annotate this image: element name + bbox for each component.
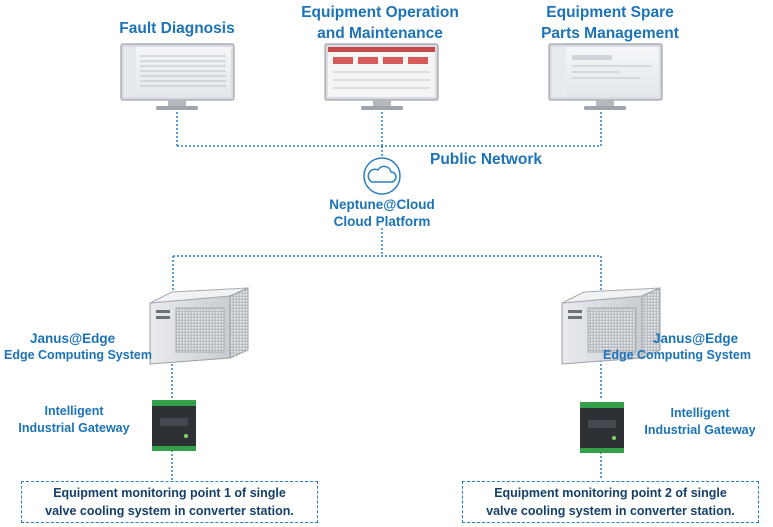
connector-lines <box>171 112 602 480</box>
cloud-subtitle: Cloud Platform <box>333 214 431 229</box>
public-network-label: Public Network <box>430 149 560 170</box>
monitoring-point-1-box: Equipment monitoring point 1 of single v… <box>21 481 318 523</box>
spare-label-line1: Equipment Spare <box>546 4 674 21</box>
edge-name-right: Janus@Edge <box>653 331 739 346</box>
title-fault-diagnosis: Fault Diagnosis <box>107 18 247 39</box>
cloud-icon <box>363 157 401 195</box>
monitoring-point-2-line1: Equipment monitoring point 2 of single <box>494 486 727 500</box>
gateway-right-icon <box>580 402 624 453</box>
fault-diagnosis-label: Fault Diagnosis <box>119 20 235 37</box>
monitoring-point-2-box: Equipment monitoring point 2 of single v… <box>462 481 759 523</box>
operation-label-line1: Equipment Operation <box>301 4 459 21</box>
cloud-name: Neptune@Cloud <box>329 197 435 212</box>
public-network-text: Public Network <box>430 151 542 168</box>
spare-label-line2: Parts Management <box>541 25 679 42</box>
monitoring-point-1-line2: valve cooling system in converter statio… <box>45 504 294 518</box>
gateway-left-line2: Industrial Gateway <box>18 421 130 435</box>
edge-subtitle-left: Edge Computing System <box>4 348 152 362</box>
edge-system-right: Janus@Edge Edge Computing System <box>603 330 773 364</box>
operation-label-line2: and Maintenance <box>317 25 443 42</box>
cloud-platform-label: Neptune@Cloud Cloud Platform <box>302 196 462 230</box>
title-operation-maintenance: Equipment Operation and Maintenance <box>280 2 480 44</box>
edge-server-right-icon <box>561 287 661 365</box>
monitor-fault-diagnosis-icon <box>120 43 235 110</box>
monitor-spare-parts-icon <box>548 43 663 110</box>
monitoring-point-1-line1: Equipment monitoring point 1 of single <box>53 486 286 500</box>
edge-system-left: Janus@Edge Edge Computing System <box>4 330 174 364</box>
gateway-left-line1: Intelligent <box>44 404 104 418</box>
monitor-operation-maintenance-icon <box>324 43 439 110</box>
gateway-right-line1: Intelligent <box>670 406 730 420</box>
monitoring-point-2-line2: valve cooling system in converter statio… <box>486 504 735 518</box>
edge-server-left-icon <box>149 287 249 365</box>
gateway-right-label: Intelligent Industrial Gateway <box>628 405 772 439</box>
edge-subtitle-right: Edge Computing System <box>603 348 751 362</box>
gateway-left-label: Intelligent Industrial Gateway <box>2 403 146 437</box>
gateway-left-icon <box>152 400 196 451</box>
gateway-right-line2: Industrial Gateway <box>644 423 756 437</box>
title-spare-parts: Equipment Spare Parts Management <box>510 2 710 44</box>
edge-name-left: Janus@Edge <box>30 331 116 346</box>
